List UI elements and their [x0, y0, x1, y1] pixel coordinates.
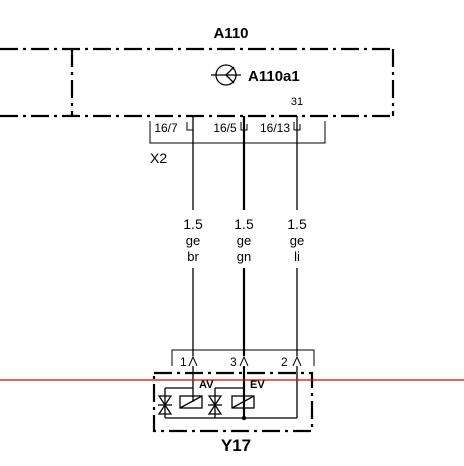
- connector-pin-label: 16/5: [213, 121, 237, 135]
- valve-pin-label: 2: [281, 355, 288, 369]
- solenoid-coil-icon: [179, 395, 203, 409]
- wire-color-secondary: gn: [237, 249, 251, 264]
- valve-pin-label: 3: [230, 355, 237, 369]
- wire-color-primary: ge: [186, 233, 200, 248]
- wire-size: 1.5: [234, 216, 254, 232]
- module-top-pin: 31: [291, 96, 303, 108]
- solenoid-coil-icon: [231, 395, 255, 409]
- valve-socket-icon: [188, 355, 302, 367]
- valve-name: Y17: [221, 436, 251, 455]
- connector-name: X2: [150, 150, 167, 166]
- valve-connector-outline: [171, 349, 315, 366]
- valve-internal-wiring: [164, 366, 298, 421]
- wire-color-primary: ge: [237, 233, 251, 248]
- connector-pin-label: 16/13: [260, 121, 290, 135]
- coil-label: EV: [250, 379, 265, 391]
- coil-label: AV: [199, 379, 214, 391]
- connector-pin-label: 16/7: [154, 121, 178, 135]
- wire-color-secondary: li: [294, 249, 300, 264]
- valve-y17-box: [152, 371, 314, 433]
- module-a110-box: [0, 47, 395, 118]
- wire-size: 1.5: [183, 216, 203, 232]
- valve-pin-label: 1: [180, 355, 187, 369]
- wire-color-primary: ge: [290, 233, 304, 248]
- module-title: A110: [213, 25, 248, 42]
- wire-size: 1.5: [287, 216, 307, 232]
- motor-actuator-icon: [211, 64, 241, 86]
- connector-x2-outline: [149, 121, 326, 144]
- wire-color-secondary: br: [187, 249, 199, 264]
- module-subcomponent: A110a1: [248, 68, 300, 85]
- diode-icon: [157, 395, 173, 415]
- diode-icon: [207, 395, 223, 415]
